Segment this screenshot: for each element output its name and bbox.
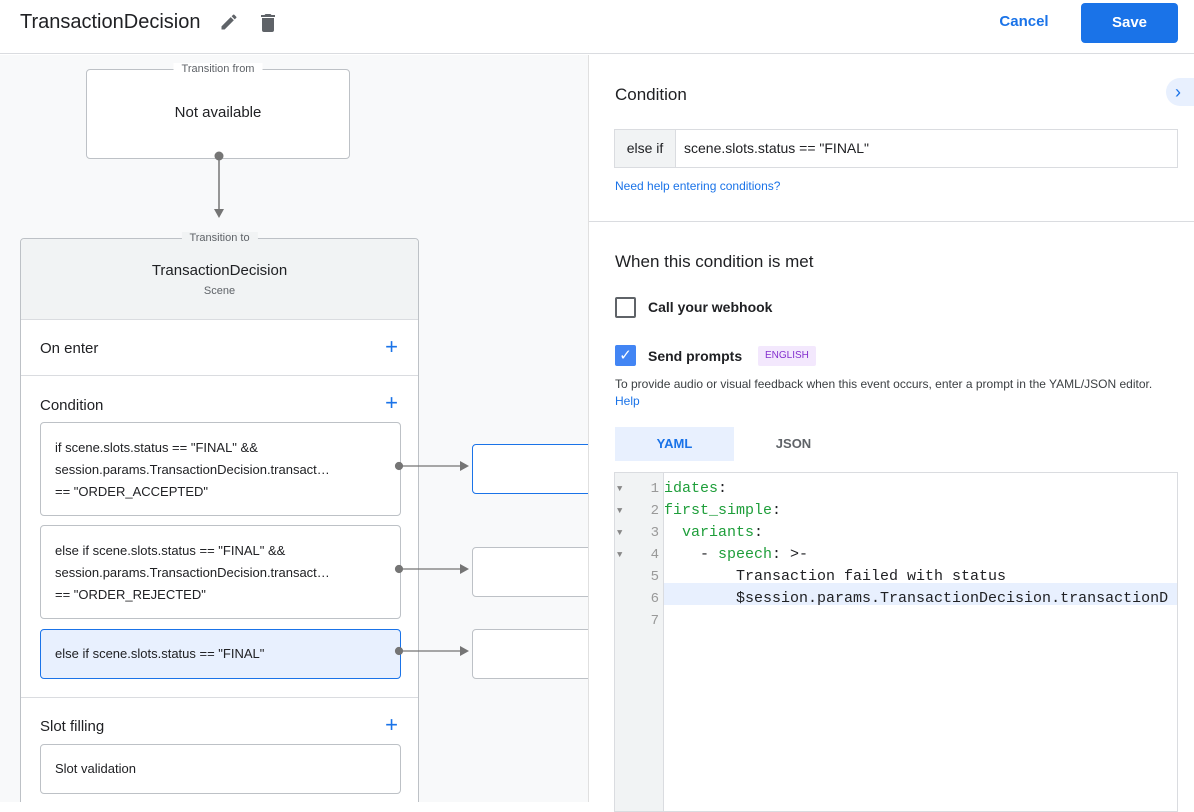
condition-heading: Condition xyxy=(615,85,687,104)
yaml-text: Transaction failed with status xyxy=(664,568,1007,585)
cancel-button[interactable]: Cancel xyxy=(999,13,1049,30)
fold-arrow-icon[interactable]: ▼ xyxy=(617,506,623,516)
condition-panel: › Condition else if scene.slots.status =… xyxy=(588,55,1194,812)
transition-from-node: Transition from Not available xyxy=(86,63,350,159)
description-text: To provide audio or visual feedback when… xyxy=(615,377,1153,391)
condition-input-row: else if scene.slots.status == "FINAL" xyxy=(614,129,1178,168)
line-number: 2 xyxy=(650,503,659,519)
webhook-label: Call your webhook xyxy=(648,299,773,315)
yaml-punct: : xyxy=(718,480,728,497)
transition-arrow xyxy=(214,151,224,218)
code-line: 7 xyxy=(615,610,1177,632)
editor-gutter xyxy=(615,473,664,811)
code-line: ▼ 1 idates: xyxy=(615,478,1177,500)
indent: - xyxy=(664,546,719,563)
code-line: 6 $session.params.TransactionDecision.tr… xyxy=(615,588,1177,610)
condition-input[interactable]: scene.slots.status == "FINAL" xyxy=(684,140,870,156)
top-bar: TransactionDecision Cancel Save xyxy=(0,0,1194,54)
save-button[interactable]: Save xyxy=(1081,3,1178,43)
scene-name: TransactionDecision xyxy=(151,262,288,279)
tab-json[interactable]: JSON xyxy=(775,436,812,451)
scene-node: Transition to TransactionDecision Scene … xyxy=(20,232,419,802)
webhook-checkbox[interactable] xyxy=(615,297,636,318)
scene-title: TransactionDecision xyxy=(20,11,201,33)
yaml-key: first_simple xyxy=(664,502,773,519)
yaml-punct: : xyxy=(754,524,764,541)
on-enter-section[interactable]: On enter + xyxy=(21,320,418,376)
line-number: 5 xyxy=(650,569,659,585)
send-prompts-checkbox[interactable]: ✓ xyxy=(615,345,636,366)
condition-text: else if scene.slots.status == "FINAL" && xyxy=(55,543,286,558)
yaml-editor[interactable]: ▼ 1 idates: ▼ 2 first_simple: ▼ 3 variants: ▼ 4 -… xyxy=(614,472,1178,812)
condition-text: if scene.slots.status == "FINAL" && xyxy=(55,440,258,455)
add-slot-icon[interactable]: + xyxy=(385,712,398,737)
flow-canvas: Transition from Not available Transition… xyxy=(0,55,588,802)
code-line: ▼ 2 first_simple: xyxy=(615,500,1177,522)
code-line: ▼ 4 - speech: >- xyxy=(615,544,1177,566)
line-number: 1 xyxy=(650,481,659,497)
line-number: 6 xyxy=(650,591,659,607)
condition-text: session.params.TransactionDecision.trans… xyxy=(55,462,330,477)
transition-from-value: Not available xyxy=(174,104,262,121)
help-link[interactable]: Help xyxy=(615,394,640,408)
condition-section: Condition + if scene.slots.status == "FI… xyxy=(21,376,418,698)
fold-arrow-icon[interactable]: ▼ xyxy=(617,550,623,560)
slot-validation-label: Slot validation xyxy=(55,761,136,776)
yaml-punct: : >- xyxy=(772,546,809,563)
condition-card-selected[interactable]: else if scene.slots.status == "FINAL" xyxy=(40,629,401,679)
send-prompts-label: Send prompts xyxy=(648,348,743,364)
scene-type: Scene xyxy=(203,285,236,297)
condition-text: == "ORDER_REJECTED" xyxy=(55,587,206,602)
condition-text: else if scene.slots.status == "FINAL" xyxy=(55,646,265,661)
target-node[interactable] xyxy=(472,547,588,597)
yaml-key: idates xyxy=(664,480,719,497)
indent xyxy=(664,524,682,541)
condition-connectors xyxy=(394,461,469,656)
on-enter-label: On enter xyxy=(40,340,99,357)
yaml-text: $session.params.TransactionDecision.tran… xyxy=(664,590,1169,607)
slot-validation-card[interactable]: Slot validation xyxy=(40,744,401,794)
yaml-key: variants xyxy=(682,524,755,541)
transition-from-label: Transition from xyxy=(173,63,263,75)
yaml-punct: : xyxy=(772,502,782,519)
slot-filling-label: Slot filling xyxy=(40,718,105,735)
yaml-key: speech xyxy=(718,546,773,563)
met-heading: When this condition is met xyxy=(615,252,814,271)
condition-prefix: else if xyxy=(615,130,676,167)
add-on-enter-icon[interactable]: + xyxy=(385,334,398,359)
condition-label: Condition xyxy=(40,397,104,414)
code-line: 5 Transaction failed with status xyxy=(615,566,1177,588)
active-line-highlight xyxy=(664,583,1177,605)
line-number: 3 xyxy=(650,525,659,541)
line-number: 4 xyxy=(650,547,659,563)
target-node[interactable] xyxy=(472,629,588,679)
condition-card[interactable]: if scene.slots.status == "FINAL" && sess… xyxy=(40,422,401,516)
edit-pencil-icon[interactable] xyxy=(219,12,239,32)
code-line: ▼ 3 variants: xyxy=(615,522,1177,544)
condition-text: == "ORDER_ACCEPTED" xyxy=(55,484,208,499)
line-number: 7 xyxy=(650,613,659,629)
collapse-chevron-icon[interactable]: › xyxy=(1166,78,1194,106)
divider xyxy=(589,221,1194,222)
transition-to-label: Transition to xyxy=(181,232,258,244)
fold-arrow-icon[interactable]: ▼ xyxy=(617,484,623,494)
add-condition-icon[interactable]: + xyxy=(385,390,398,415)
fold-arrow-icon[interactable]: ▼ xyxy=(617,528,623,538)
delete-trash-icon[interactable] xyxy=(256,11,280,35)
condition-card[interactable]: else if scene.slots.status == "FINAL" &&… xyxy=(40,525,401,619)
help-conditions-link[interactable]: Need help entering conditions? xyxy=(615,179,781,193)
tab-yaml[interactable]: YAML xyxy=(615,427,734,461)
language-badge: ENGLISH xyxy=(758,346,816,366)
target-node[interactable] xyxy=(472,444,588,494)
condition-text: session.params.TransactionDecision.trans… xyxy=(55,565,330,580)
slot-filling-section: Slot filling + Slot validation xyxy=(21,698,418,802)
